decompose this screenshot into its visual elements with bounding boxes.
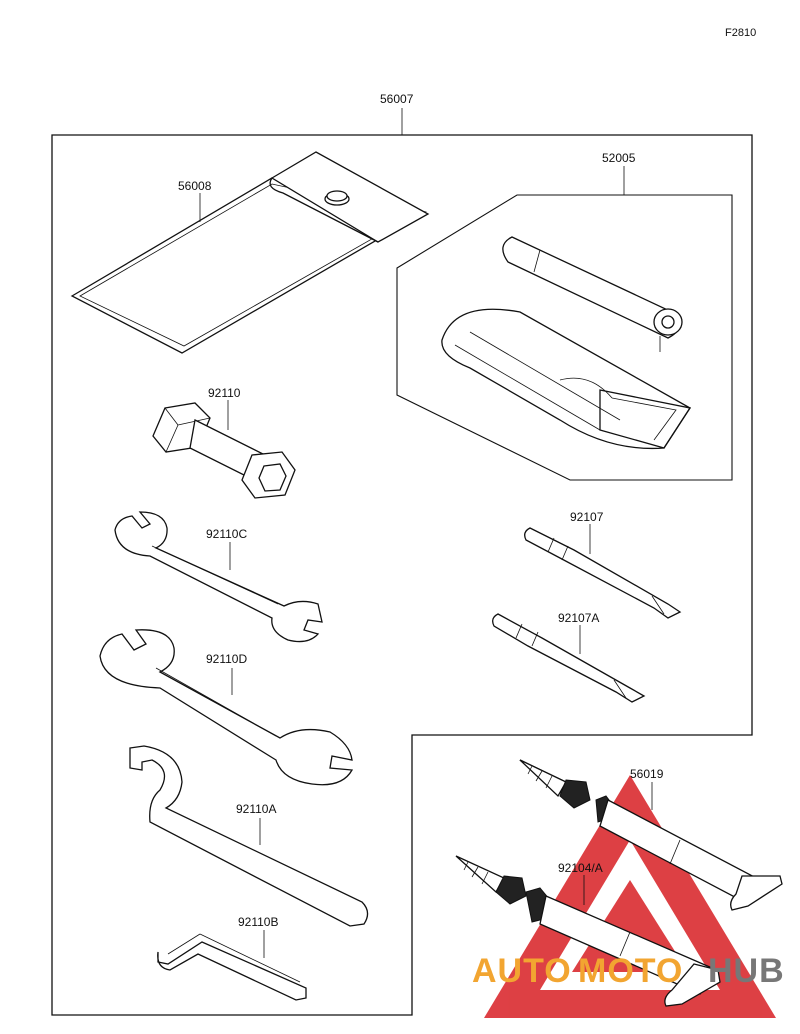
tube-lower: [455, 855, 721, 1007]
screwdriver: [524, 527, 682, 619]
watermark-auto: AUTO: [472, 952, 572, 990]
hex-key: [157, 933, 307, 1001]
screwdriver-a: [492, 613, 646, 703]
wrench-d: [99, 629, 354, 786]
label-screwdriver-a: 92107A: [558, 611, 599, 625]
label-tube-lower: 92104/A: [558, 861, 603, 875]
pump-tube: [502, 236, 683, 352]
kit-frame: [51, 134, 753, 1016]
label-kit: 56007: [380, 92, 414, 106]
wrench-c: [114, 511, 323, 643]
label-wrench-d: 92110D: [206, 652, 247, 666]
pump-bag: [441, 308, 692, 450]
label-case: 56008: [178, 179, 212, 193]
figure-ref: F2810: [725, 27, 756, 39]
label-hook-wrench: 92110A: [236, 802, 276, 816]
label-box-wrench: 92110: [208, 386, 241, 400]
watermark-hub: HUB: [708, 952, 785, 990]
label-hex-key: 92110B: [238, 915, 278, 929]
label-tube-upper: 56019: [630, 767, 664, 781]
watermark-moto: MOTO: [578, 952, 683, 990]
label-screwdriver: 92107: [570, 510, 604, 524]
pump-subframe: [396, 194, 733, 481]
label-wrench-c: 92110C: [206, 527, 247, 541]
tool-case: [70, 151, 430, 354]
label-pump-bag: 52005: [602, 151, 636, 165]
box-wrench: [152, 402, 296, 499]
tube-upper: [519, 759, 783, 911]
watermark-text: AUTO MOTO HUB: [472, 952, 785, 990]
hook-wrench: [129, 745, 369, 927]
